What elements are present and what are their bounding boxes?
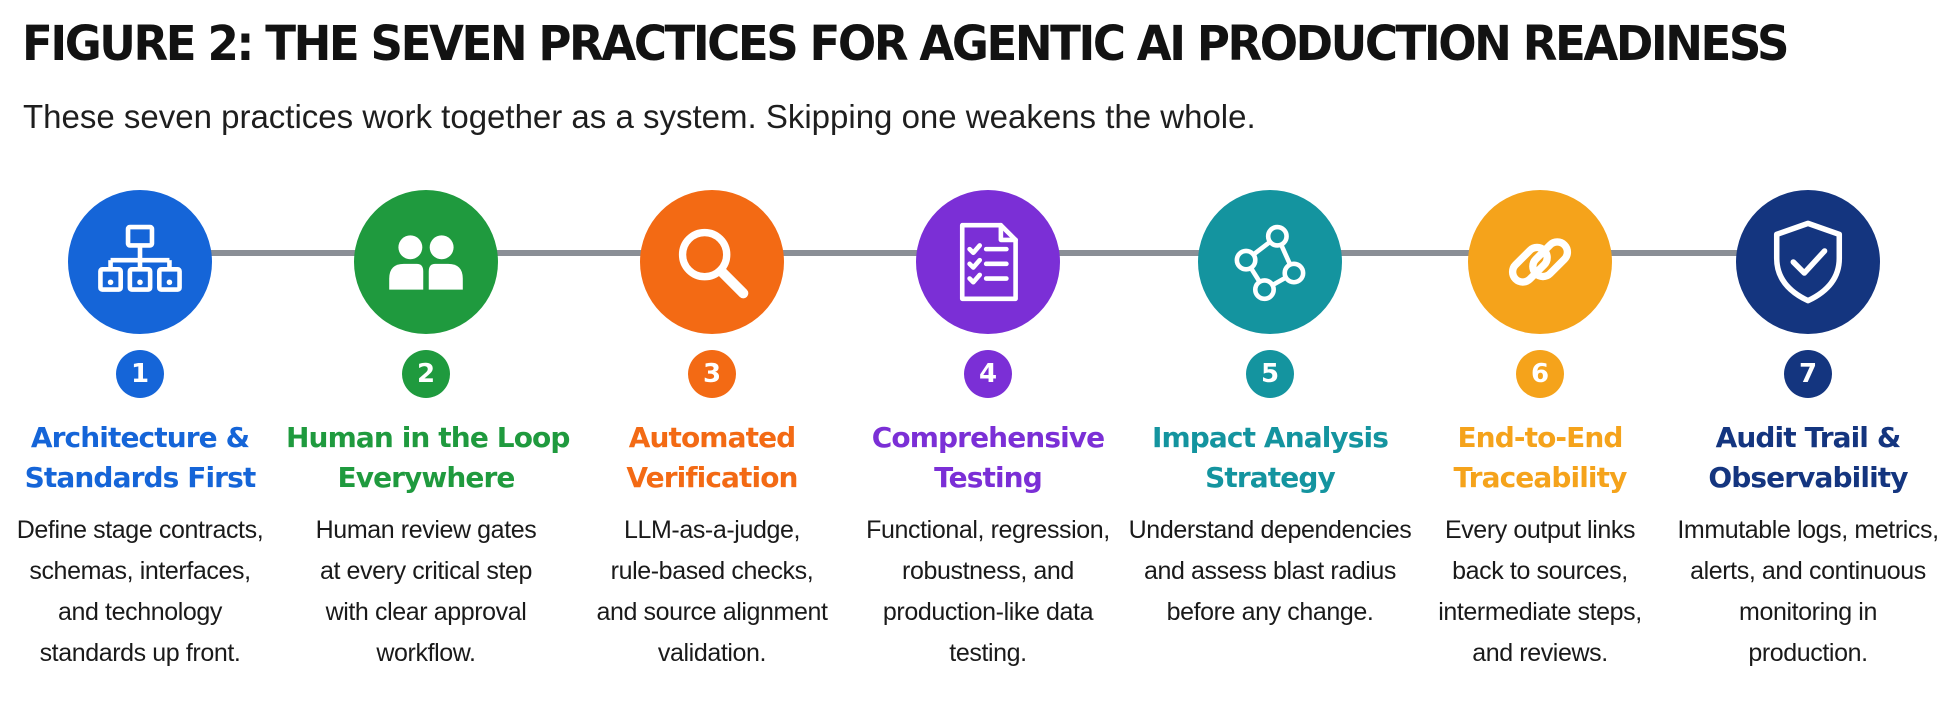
practice-1-description: Define stage contracts, schemas, interfa… <box>0 510 288 674</box>
practice-1-number: 1 <box>116 350 164 398</box>
practice-5-description: Understand dependencies and assess blast… <box>1122 510 1418 633</box>
practice-4-title-line: Testing <box>934 461 1043 494</box>
practice-2-title: Human in the Loop Everywhere <box>286 418 570 498</box>
practice-4-title: Comprehensive Testing <box>848 418 1128 498</box>
practice-3-desc-line: validation. <box>657 639 767 667</box>
practice-1-title-line: Standards First <box>24 461 257 494</box>
practice-6-title-line: End-to-End <box>1457 421 1623 454</box>
practice-3-badge <box>640 190 784 334</box>
practice-2-desc-line: workflow. <box>376 639 476 667</box>
practice-1-desc-line: and technology <box>58 598 222 626</box>
practice-5-title-line: Strategy <box>1205 461 1336 494</box>
practice-4-number: 4 <box>964 350 1012 398</box>
practice-6-number: 6 <box>1516 350 1564 398</box>
practice-7-desc-line: Immutable logs, metrics, <box>1677 516 1939 544</box>
practice-3-description: LLM-as-a-judge, rule-based checks, and s… <box>564 510 860 674</box>
practice-2-description: Human review gates at every critical ste… <box>278 510 574 674</box>
practice-7: 7 Audit Trail & Observability Immutable … <box>1668 190 1948 690</box>
hierarchy-icon <box>98 224 182 292</box>
practice-2-title-line: Everywhere <box>337 461 515 494</box>
practice-7-desc-line: alerts, and continuous <box>1690 557 1926 585</box>
practice-3-desc-line: rule-based checks, <box>610 557 814 585</box>
practice-4-desc-line: Functional, regression, <box>866 516 1110 544</box>
practice-7-desc-line: production. <box>1748 639 1868 667</box>
practice-1: 1 Architecture & Standards First Define … <box>0 190 280 690</box>
practice-4: 4 Comprehensive Testing Functional, regr… <box>848 190 1128 690</box>
practice-7-desc-line: monitoring in <box>1739 598 1877 626</box>
practice-1-title-line: Architecture & <box>30 421 250 454</box>
practice-3: 3 Automated Verification LLM-as-a-judge,… <box>572 190 852 690</box>
practice-5-desc-line: and assess blast radius <box>1143 557 1397 585</box>
practice-6-title-line: Traceability <box>1453 461 1628 494</box>
practice-7-description: Immutable logs, metrics, alerts, and con… <box>1660 510 1951 674</box>
figure-title: FIGURE 2: THE SEVEN PRACTICES FOR AGENTI… <box>22 16 1789 72</box>
practice-2-desc-line: with clear approval <box>325 598 527 626</box>
practice-4-description: Functional, regression, robustness, and … <box>840 510 1136 674</box>
practice-6: 6 End-to-End Traceability Every output l… <box>1400 190 1680 690</box>
practice-4-badge <box>916 190 1060 334</box>
practice-2-badge <box>354 190 498 334</box>
practice-3-desc-line: LLM-as-a-judge, <box>623 516 801 544</box>
practice-4-desc-line: robustness, and <box>902 557 1074 585</box>
practice-4-title-line: Comprehensive <box>871 421 1105 454</box>
practice-4-desc-line: production-like data <box>882 598 1094 626</box>
practice-7-badge <box>1736 190 1880 334</box>
practice-5-number: 5 <box>1246 350 1294 398</box>
practice-2-desc-line: Human review gates <box>315 516 537 544</box>
practice-1-badge <box>68 190 212 334</box>
practice-6-desc-line: intermediate steps, <box>1438 598 1642 626</box>
practice-1-desc-line: standards up front. <box>39 639 241 667</box>
practice-5: 5 Impact Analysis Strategy Understand de… <box>1129 190 1412 690</box>
magnifier-icon <box>678 228 749 299</box>
practice-2-title-line: Human in the Loop <box>286 421 570 454</box>
practice-7-title: Audit Trail & Observability <box>1668 418 1948 498</box>
practice-5-desc-line: before any change. <box>1166 598 1374 626</box>
practice-6-title: End-to-End Traceability <box>1400 418 1680 498</box>
practice-2-desc-line: at every critical step <box>319 557 533 585</box>
practice-3-title-line: Automated <box>628 421 797 454</box>
practice-6-desc-line: and reviews. <box>1472 639 1608 667</box>
practice-1-title: Architecture & Standards First <box>0 418 280 498</box>
practice-7-number: 7 <box>1784 350 1832 398</box>
link-icon <box>1508 238 1572 286</box>
practice-5-badge <box>1198 190 1342 334</box>
practice-1-desc-line: Define stage contracts, <box>16 516 264 544</box>
practice-7-title-line: Audit Trail & <box>1715 421 1902 454</box>
checklist-icon <box>959 222 1018 302</box>
practice-5-title: Impact Analysis Strategy <box>1130 418 1410 498</box>
figure-subtitle: These seven practices work together as a… <box>23 98 1256 135</box>
practice-3-number: 3 <box>688 350 736 398</box>
practice-6-desc-line: Every output links <box>1444 516 1636 544</box>
practice-6-desc-line: back to sources, <box>1452 557 1628 585</box>
practice-2-number: 2 <box>402 350 450 398</box>
shield-check-icon <box>1773 220 1843 304</box>
practice-5-title-line: Impact Analysis <box>1151 421 1389 454</box>
network-icon <box>1234 224 1306 302</box>
practice-1-desc-line: schemas, interfaces, <box>29 557 251 585</box>
practice-2: 2 Human in the Loop Everywhere Human rev… <box>286 190 570 690</box>
practice-3-title: Automated Verification <box>572 418 852 498</box>
practice-3-desc-line: and source alignment <box>596 598 828 626</box>
people-icon <box>389 235 463 290</box>
practice-6-description: Every output links back to sources, inte… <box>1392 510 1688 674</box>
practice-6-badge <box>1468 190 1612 334</box>
practice-5-desc-line: Understand dependencies <box>1128 516 1412 544</box>
practice-4-desc-line: testing. <box>949 639 1027 667</box>
practice-3-title-line: Verification <box>626 461 798 494</box>
practice-7-title-line: Observability <box>1708 461 1908 494</box>
